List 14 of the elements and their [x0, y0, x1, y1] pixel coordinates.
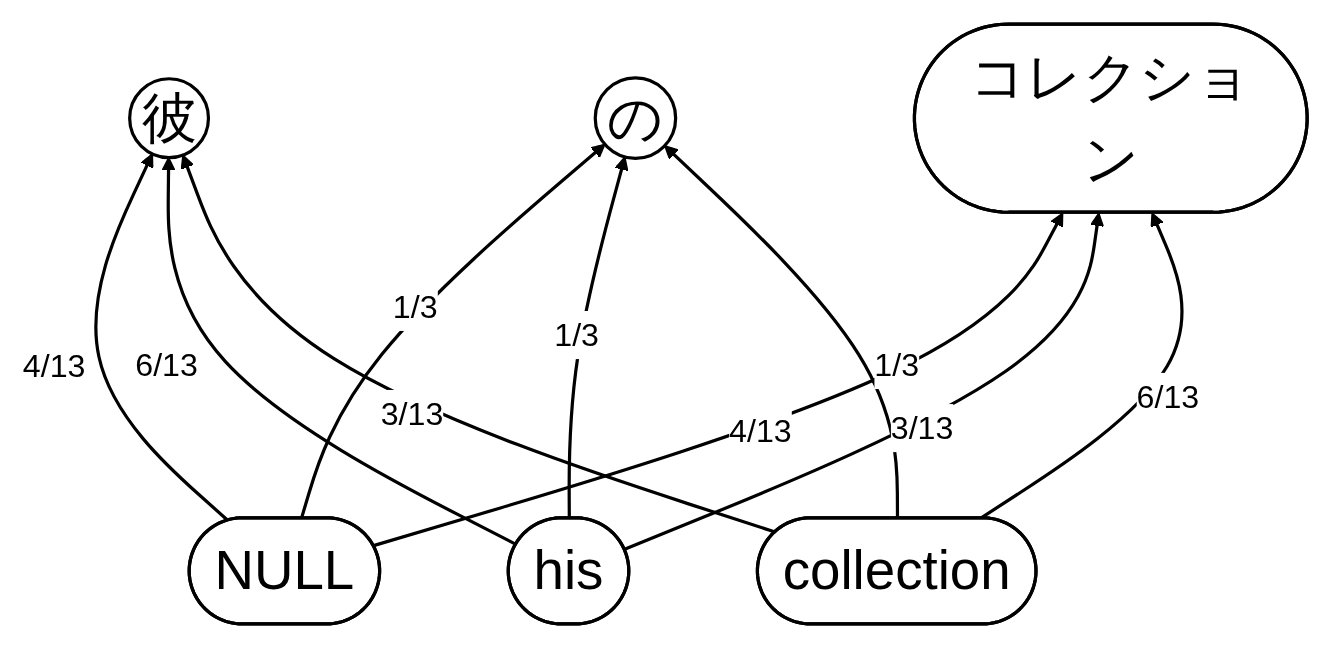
arrow: [373, 212, 1064, 548]
node-circle: の: [593, 76, 678, 160]
node-circle: 彼: [128, 77, 211, 160]
edge-label: 1/3: [554, 317, 599, 353]
edge-label: 6/13: [135, 347, 198, 383]
edge-label: 1/3: [392, 289, 438, 325]
edge-label: 4/13: [22, 347, 86, 383]
edge-label: 3/13: [380, 396, 444, 432]
edge-label: 3/13: [890, 410, 954, 446]
edge-label: 1/3: [874, 347, 920, 383]
edge-label: 4/13: [729, 413, 792, 449]
edge-label: 6/13: [1136, 379, 1200, 415]
arrow: [94, 153, 230, 522]
arrow: [624, 212, 1105, 551]
